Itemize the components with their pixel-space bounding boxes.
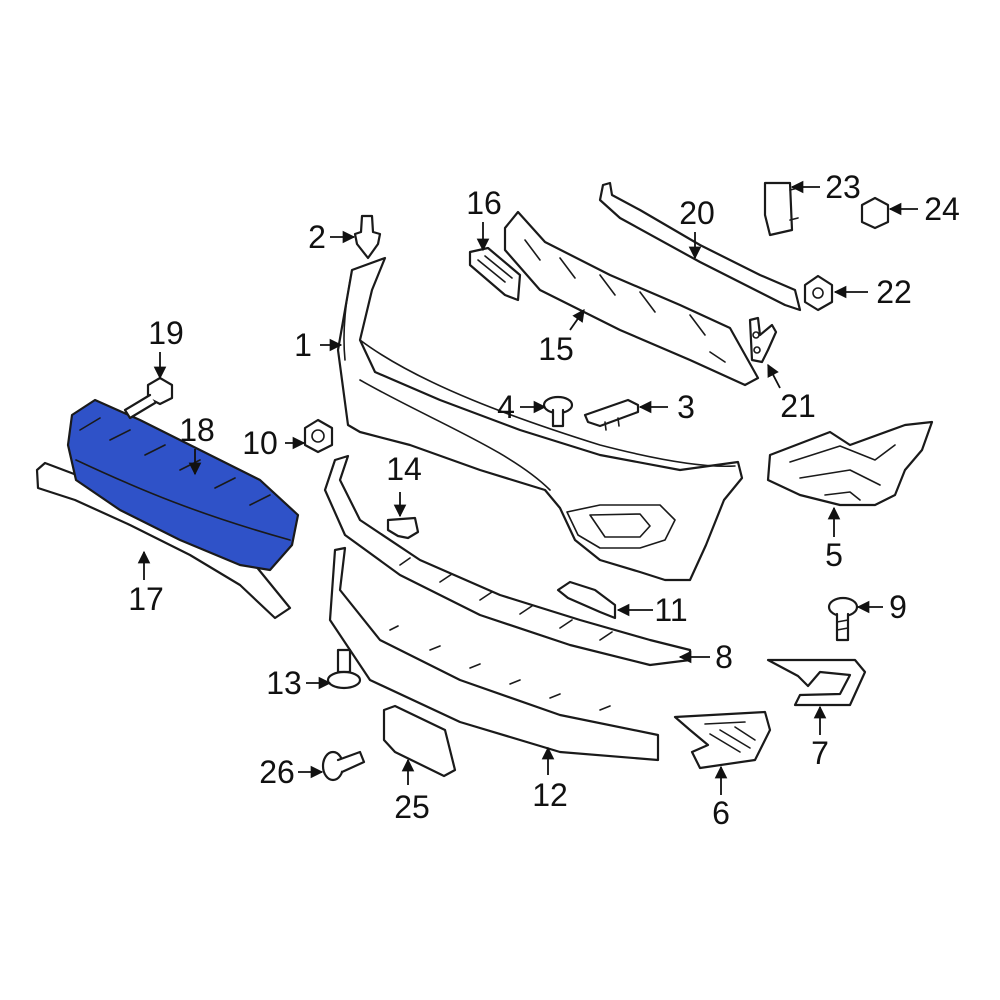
- callout-labels: 1 2 3 4 5 6 7 8 9 10 11 12 13 14 15 16 1…: [128, 169, 960, 831]
- part-21-bracket[interactable]: [748, 316, 778, 364]
- callout-26: 26: [259, 754, 295, 790]
- part-15-grille[interactable]: [503, 210, 760, 387]
- callout-12: 12: [532, 777, 568, 813]
- callout-2: 2: [308, 219, 326, 255]
- callout-5: 5: [825, 537, 843, 573]
- part-3-retainer-clip[interactable]: [583, 398, 640, 431]
- part-11-bracket[interactable]: [556, 580, 617, 620]
- part-22-nut[interactable]: [803, 274, 834, 312]
- part-24-nut[interactable]: [860, 196, 890, 230]
- callout-9: 9: [889, 589, 907, 625]
- part-23-cap[interactable]: [763, 181, 799, 237]
- callout-23: 23: [825, 169, 861, 205]
- callout-25: 25: [394, 789, 430, 825]
- callout-19: 19: [148, 315, 184, 351]
- callout-1: 1: [294, 327, 312, 363]
- callout-17: 17: [128, 581, 164, 617]
- part-5-splash-shield[interactable]: [766, 420, 934, 507]
- part-6-fog-lamp-bezel[interactable]: [673, 710, 772, 770]
- callout-15: 15: [538, 331, 574, 367]
- part-19-bolt[interactable]: [123, 376, 174, 420]
- callout-24: 24: [924, 191, 960, 227]
- callout-20: 20: [679, 195, 715, 231]
- part-9-bolt[interactable]: [827, 596, 859, 642]
- part-10-nut[interactable]: [303, 418, 334, 454]
- part-26-screw[interactable]: [321, 750, 366, 782]
- callout-13: 13: [266, 665, 302, 701]
- callout-7: 7: [811, 735, 829, 771]
- callout-11: 11: [654, 592, 687, 628]
- callout-14: 14: [386, 451, 422, 487]
- callout-22: 22: [876, 274, 912, 310]
- callout-21: 21: [780, 388, 816, 424]
- part-4-screw[interactable]: [542, 395, 574, 428]
- callout-3: 3: [677, 389, 695, 425]
- leader-lines: [137, 180, 918, 795]
- callout-18: 18: [179, 412, 215, 448]
- part-20-upper-bracket[interactable]: [598, 181, 802, 312]
- part-14-clip[interactable]: [386, 516, 420, 540]
- part-8-lower-molding[interactable]: [323, 454, 692, 667]
- callout-8: 8: [715, 639, 733, 675]
- callout-16: 16: [466, 185, 502, 221]
- callout-10: 10: [242, 425, 278, 461]
- callout-4: 4: [497, 389, 515, 425]
- part-25-license-bracket[interactable]: [382, 704, 457, 778]
- callout-6: 6: [712, 795, 730, 831]
- part-7-trim-molding[interactable]: [766, 658, 867, 707]
- part-12-lower-valance[interactable]: [328, 546, 660, 762]
- part-1-bumper-cover[interactable]: [336, 256, 744, 582]
- part-2-push-pin[interactable]: [353, 214, 382, 260]
